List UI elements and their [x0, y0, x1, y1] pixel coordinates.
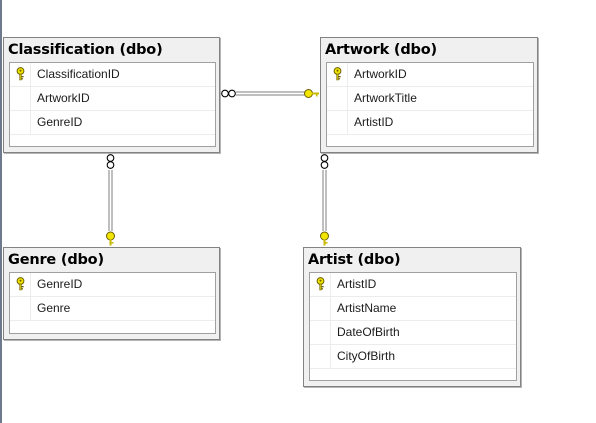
column-list: ArtistID ArtistName DateOfBirth CityOfBi…	[309, 272, 517, 381]
column-row[interactable]: ArtistID	[327, 111, 533, 135]
row-gutter	[327, 87, 348, 110]
column-row[interactable]: DateOfBirth	[310, 321, 516, 345]
primary-key-icon	[316, 277, 325, 291]
relationship-classification-artwork[interactable]	[221, 89, 319, 98]
table-genre[interactable]: Genre (dbo) GenreID Genre	[3, 247, 220, 340]
column-name: ArtworkID	[354, 67, 407, 81]
column-name: GenreID	[37, 115, 83, 129]
one-end-key-icon	[304, 89, 319, 98]
column-row[interactable]: ArtworkTitle	[327, 87, 533, 111]
column-name: ArtworkTitle	[354, 91, 417, 105]
column-row[interactable]: CityOfBirth	[310, 345, 516, 369]
column-name: ArtistID	[337, 277, 377, 291]
column-row[interactable]: ArtworkID	[10, 87, 215, 111]
table-title: Artist (dbo)	[308, 252, 401, 268]
row-gutter	[10, 273, 31, 296]
primary-key-icon	[16, 67, 25, 81]
row-gutter	[10, 87, 31, 110]
column-name: ArtworkID	[37, 91, 90, 105]
column-list: GenreID Genre	[9, 272, 216, 334]
column-name: GenreID	[37, 277, 83, 291]
column-row[interactable]: ClassificationID	[10, 63, 215, 87]
row-gutter	[310, 273, 331, 296]
table-artist[interactable]: Artist (dbo) ArtistID ArtistName	[303, 247, 521, 387]
one-end-key-icon	[106, 231, 115, 246]
table-classification[interactable]: Classification (dbo) ClassificationID Ar…	[3, 37, 220, 153]
row-gutter	[10, 111, 31, 134]
column-row[interactable]: GenreID	[10, 273, 215, 297]
many-end-infinity-icon	[320, 154, 329, 169]
row-gutter	[10, 63, 31, 86]
column-row[interactable]: Genre	[10, 297, 215, 321]
column-name: ArtistName	[337, 301, 397, 315]
column-row[interactable]: ArtistID	[310, 273, 516, 297]
column-list: ClassificationID ArtworkID GenreID	[9, 62, 216, 147]
column-name: ArtistID	[354, 115, 394, 129]
column-row[interactable]: ArtistName	[310, 297, 516, 321]
many-end-infinity-icon	[106, 154, 115, 169]
relationship-classification-genre[interactable]	[106, 154, 115, 246]
one-end-key-icon	[320, 231, 329, 246]
row-gutter	[310, 345, 331, 368]
row-gutter	[327, 63, 348, 86]
relationship-artwork-artist[interactable]	[320, 154, 329, 246]
column-row[interactable]: ArtworkID	[327, 63, 533, 87]
column-name: DateOfBirth	[337, 325, 400, 339]
primary-key-icon	[16, 277, 25, 291]
column-name: CityOfBirth	[337, 349, 396, 363]
window-left-edge	[0, 0, 2, 423]
column-name: Genre	[37, 301, 71, 315]
column-row[interactable]: GenreID	[10, 111, 215, 135]
primary-key-icon	[333, 67, 342, 81]
table-title: Genre (dbo)	[8, 252, 104, 268]
many-end-infinity-icon	[221, 89, 236, 98]
row-gutter	[10, 297, 31, 320]
row-gutter	[327, 111, 348, 134]
column-name: ClassificationID	[37, 67, 120, 81]
column-list: ArtworkID ArtworkTitle ArtistID	[326, 62, 534, 147]
table-title: Classification (dbo)	[8, 42, 163, 58]
row-gutter	[310, 297, 331, 320]
row-gutter	[310, 321, 331, 344]
table-title: Artwork (dbo)	[325, 42, 437, 58]
table-artwork[interactable]: Artwork (dbo) ArtworkID ArtworkTitle	[320, 37, 538, 153]
